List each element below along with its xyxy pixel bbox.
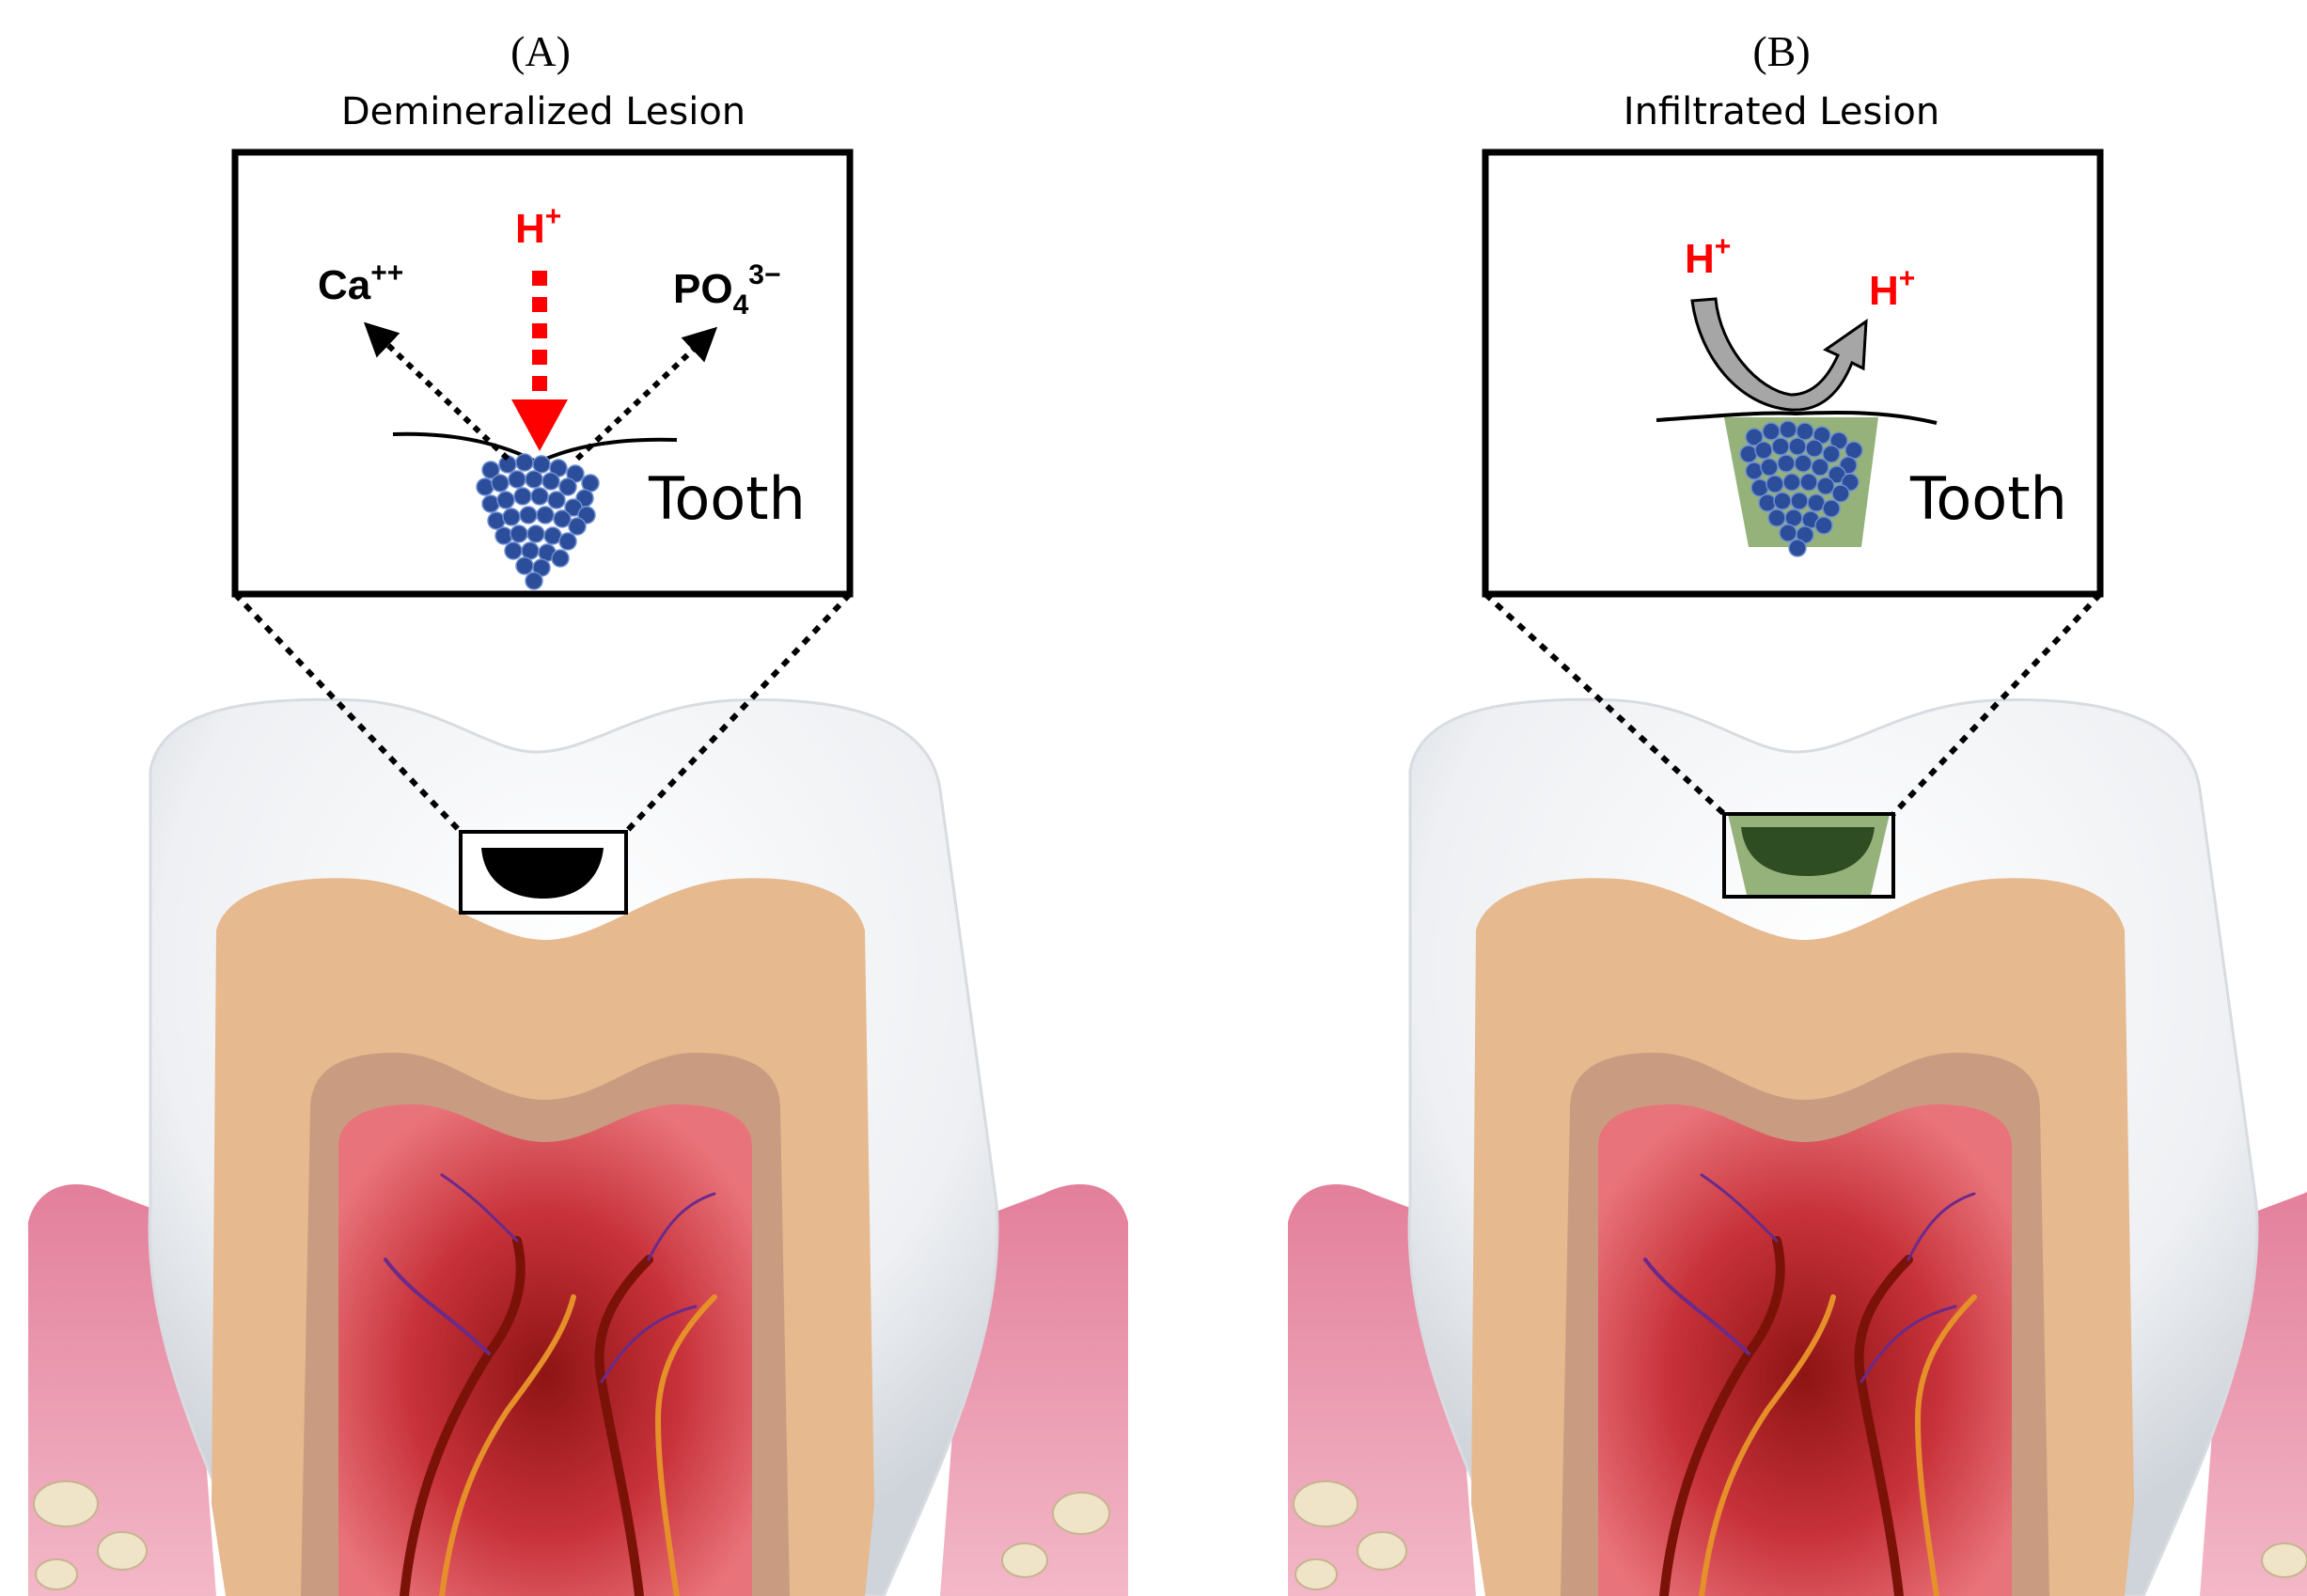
incoming-acid-label: H+ <box>1685 231 1731 282</box>
acid-arrow-head-a <box>511 399 568 451</box>
acid-ion-label-a: H+ <box>515 201 561 252</box>
panel-a: (A) Demineralized Lesion H+ Ca++ <box>28 27 1128 1596</box>
lesion-marker-b <box>1722 812 1895 899</box>
panel-a-letter: (A) <box>510 27 571 75</box>
panel-a-title: Demineralized Lesion <box>341 90 745 133</box>
tooth-surface-b <box>1656 411 1938 425</box>
deflected-acid-arrow <box>1690 297 1868 412</box>
calcium-ion-label: Ca++ <box>318 258 403 308</box>
calcium-arrow <box>363 321 510 462</box>
panel-b-title: Infiltrated Lesion <box>1624 90 1939 133</box>
panel-b-letter: (B) <box>1752 27 1810 75</box>
phosphate-arrow <box>574 326 718 462</box>
panel-b: (B) Infiltrated Lesion H+ H+ Tooth <box>1288 27 2307 1596</box>
lesion-marker-a <box>459 830 628 915</box>
phosphate-ion-label: PO43− <box>673 259 780 321</box>
zoom-line-right-b <box>1891 591 2103 817</box>
zoom-line-right-a <box>623 591 853 835</box>
tooth-label-b: Tooth <box>1909 464 2067 533</box>
zoom-line-left-a <box>232 591 463 835</box>
outgoing-acid-label: H+ <box>1869 263 1915 314</box>
tooth-label-a: Tooth <box>648 464 806 533</box>
